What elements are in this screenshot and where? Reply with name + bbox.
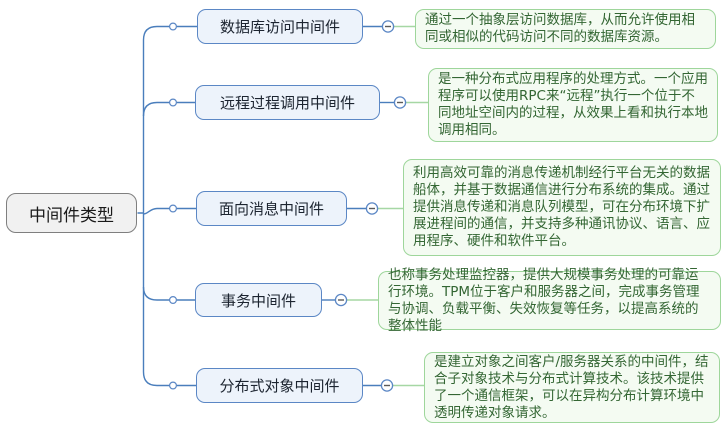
description-text: 通过一个抽象层访问数据库，从而允许使用相同或相似的代码访问不同的数据库资源。 <box>425 12 695 45</box>
collapse-toggle-button[interactable] <box>393 96 407 109</box>
collapse-toggle-button[interactable] <box>380 379 394 392</box>
connector-branch-1 <box>142 25 197 41</box>
branch-node-rpc[interactable]: 远程过程调用中间件 <box>195 85 380 120</box>
collapse-toggle-button[interactable] <box>381 20 395 33</box>
branch-node-label: 远程过程调用中间件 <box>219 94 355 112</box>
description-text: 利用高效可靠的消息传递机制经行平台无关的数据船体，并基于数据通信进行分布系统的集… <box>413 165 710 249</box>
branch-node-label: 分布式对象中间件 <box>219 377 340 395</box>
circle-dot-icon <box>169 22 178 31</box>
description-node-rpc[interactable]: 是一种分布式应用程序的处理方式。一个应用程序可以使用RPC来“远程”执行一个位于… <box>428 68 718 142</box>
trunk-connector <box>137 40 145 372</box>
circle-dot-icon <box>169 98 178 107</box>
branch-node-database-access[interactable]: 数据库访问中间件 <box>197 9 363 44</box>
description-node-message-oriented[interactable]: 利用高效可靠的消息传递机制经行平台无关的数据船体，并基于数据通信进行分布系统的集… <box>403 159 721 256</box>
connector-branch-3 <box>143 207 196 215</box>
description-node-database-access[interactable]: 通过一个抽象层访问数据库，从而允许使用相同或相似的代码访问不同的数据库资源。 <box>415 9 716 49</box>
description-text: 是一种分布式应用程序的处理方式。一个应用程序可以使用RPC来“远程”执行一个位于… <box>438 71 708 138</box>
branch-node-transaction[interactable]: 事务中间件 <box>195 283 322 317</box>
description-text: 是建立对象之间客户/服务器关系的中间件，结合子对象技术与分布式计算技术。该技术提… <box>434 353 709 421</box>
branch-node-label: 事务中间件 <box>220 291 296 310</box>
connector-branch-4 <box>142 286 195 301</box>
branch-node-label: 面向消息中间件 <box>218 200 324 218</box>
connector-branch-2 <box>142 101 195 117</box>
branch-node-label: 数据库访问中间件 <box>219 18 340 36</box>
circle-dot-icon <box>169 381 178 390</box>
connector-branch-5 <box>142 371 196 387</box>
description-text: 也称事务处理监控器，提供大规模事务处理的可靠运行环境。TPM位于客户和服务器之间… <box>388 266 700 334</box>
root-node-label: 中间件类型 <box>29 205 114 226</box>
collapse-toggle-button[interactable] <box>365 202 379 215</box>
root-node[interactable]: 中间件类型 <box>6 193 137 233</box>
branch-node-distributed-object[interactable]: 分布式对象中间件 <box>196 368 363 403</box>
collapse-toggle-button[interactable] <box>334 293 348 307</box>
circle-dot-icon <box>169 204 178 213</box>
circle-dot-icon <box>169 296 178 305</box>
branch-node-message-oriented[interactable]: 面向消息中间件 <box>196 191 347 226</box>
description-node-distributed-object[interactable]: 是建立对象之间客户/服务器关系的中间件，结合子对象技术与分布式计算技术。该技术提… <box>424 352 720 423</box>
description-node-transaction[interactable]: 也称事务处理监控器，提供大规模事务处理的可靠运行环境。TPM位于客户和服务器之间… <box>378 267 721 334</box>
